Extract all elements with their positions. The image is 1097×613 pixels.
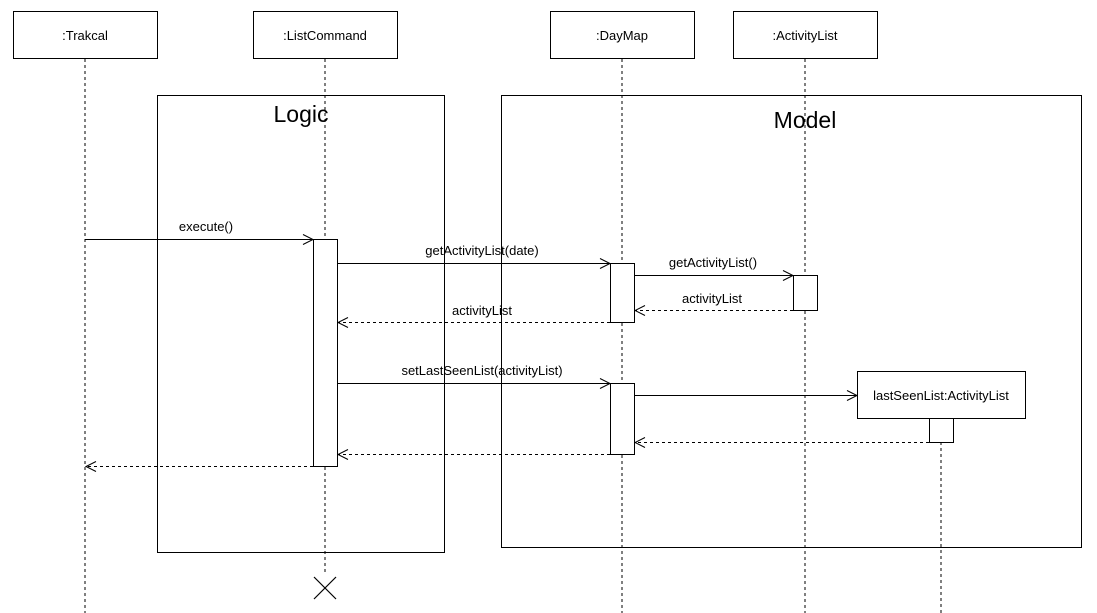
- activity-list-return-inner-label: activityList: [682, 291, 742, 306]
- listcommand-return: [84, 461, 313, 472]
- set-last-seen-list-label: setLastSeenList(activityList): [401, 363, 562, 378]
- trakcal-participant: :Trakcal: [13, 11, 158, 59]
- set-last-seen-list-message: setLastSeenList(activityList): [337, 363, 612, 389]
- lastseen-return: [633, 437, 929, 448]
- listcommand-activation: [313, 239, 338, 467]
- activity-list-return-outer-label: activityList: [452, 303, 512, 318]
- activitylist-participant: :ActivityList: [733, 11, 878, 59]
- logic-frame: Logic: [157, 95, 445, 553]
- activitylist-participant-label: :ActivityList: [772, 28, 837, 43]
- lastseen-participant-label: lastSeenList:ActivityList: [873, 388, 1009, 403]
- get-activity-list-message: getActivityList(): [634, 255, 795, 281]
- destroy-marker-icon: [313, 576, 337, 600]
- daymap-activation-2: [610, 383, 635, 455]
- model-frame: Model: [501, 95, 1082, 548]
- execute-message: execute(): [85, 219, 315, 245]
- lastseen-participant: lastSeenList:ActivityList: [857, 371, 1026, 419]
- daymap-return: [336, 449, 610, 460]
- lastseen-activation: [929, 418, 954, 443]
- get-activity-list-label: getActivityList(): [669, 255, 757, 270]
- get-activity-list-date-label: getActivityList(date): [425, 243, 538, 258]
- get-activity-list-date-message: getActivityList(date): [337, 243, 612, 269]
- trakcal-participant-label: :Trakcal: [62, 28, 108, 43]
- daymap-activation-1: [610, 263, 635, 323]
- listcommand-participant-label: :ListCommand: [283, 28, 367, 43]
- daymap-participant: :DayMap: [550, 11, 695, 59]
- activity-list-return-inner: activityList: [633, 291, 793, 316]
- activity-list-return-outer: activityList: [336, 303, 610, 328]
- activitylist-activation: [793, 275, 818, 311]
- daymap-participant-label: :DayMap: [596, 28, 648, 43]
- execute-message-label: execute(): [179, 219, 233, 234]
- daymap-to-lastseen-message: [634, 390, 859, 401]
- logic-frame-title: Logic: [274, 101, 329, 127]
- listcommand-participant: :ListCommand: [253, 11, 398, 59]
